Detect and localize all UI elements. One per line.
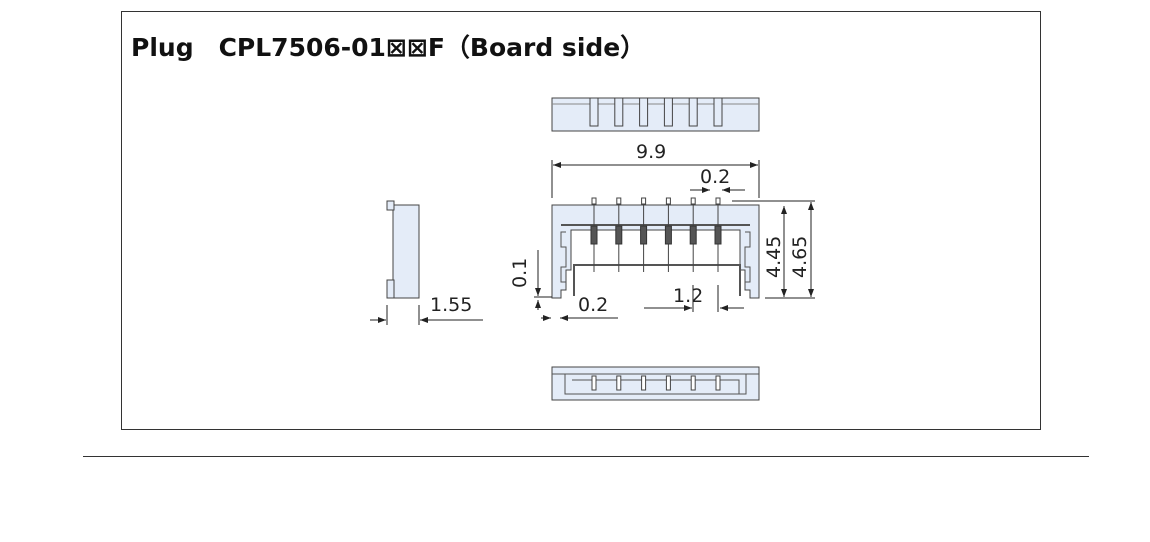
dim-pin-width: 0.2: [700, 166, 730, 188]
pin: [639, 97, 649, 127]
pin: [690, 375, 696, 391]
pin: [665, 197, 671, 205]
pin: [641, 197, 647, 205]
side-view: [386, 200, 420, 299]
drawing-frame: [121, 11, 1041, 430]
pin: [591, 197, 597, 205]
pin: [688, 97, 698, 127]
pin: [714, 225, 722, 245]
pin: [665, 375, 671, 391]
pin: [715, 375, 721, 391]
pin: [641, 375, 647, 391]
pin: [616, 375, 622, 391]
dim-foot-height: 0.1: [509, 258, 531, 288]
pin: [663, 97, 673, 127]
pin: [616, 197, 622, 205]
pin: [640, 225, 648, 245]
front-view: [551, 197, 760, 299]
dim-height-total: 4.65: [789, 236, 811, 278]
dim-width: 9.9: [636, 141, 666, 163]
pin: [591, 375, 597, 391]
pin: [664, 225, 672, 245]
pin: [713, 97, 723, 127]
pin: [590, 225, 598, 245]
dim-pitch: 1.2: [673, 285, 703, 307]
pin: [689, 225, 697, 245]
drawing-title: Plug CPL7506-01⊠⊠F（Board side）: [131, 33, 646, 62]
dim-height-inner: 4.45: [763, 236, 785, 278]
dim-foot-width: 0.2: [578, 294, 608, 316]
dim-side-depth: 1.55: [430, 294, 472, 316]
pin: [614, 97, 624, 127]
pin: [615, 225, 623, 245]
dimension-lines: [370, 160, 815, 325]
top-view: [551, 97, 760, 132]
pin: [690, 197, 696, 205]
divider: [83, 456, 1089, 457]
bottom-view: [551, 366, 760, 401]
pin: [589, 97, 599, 127]
pin: [715, 197, 721, 205]
